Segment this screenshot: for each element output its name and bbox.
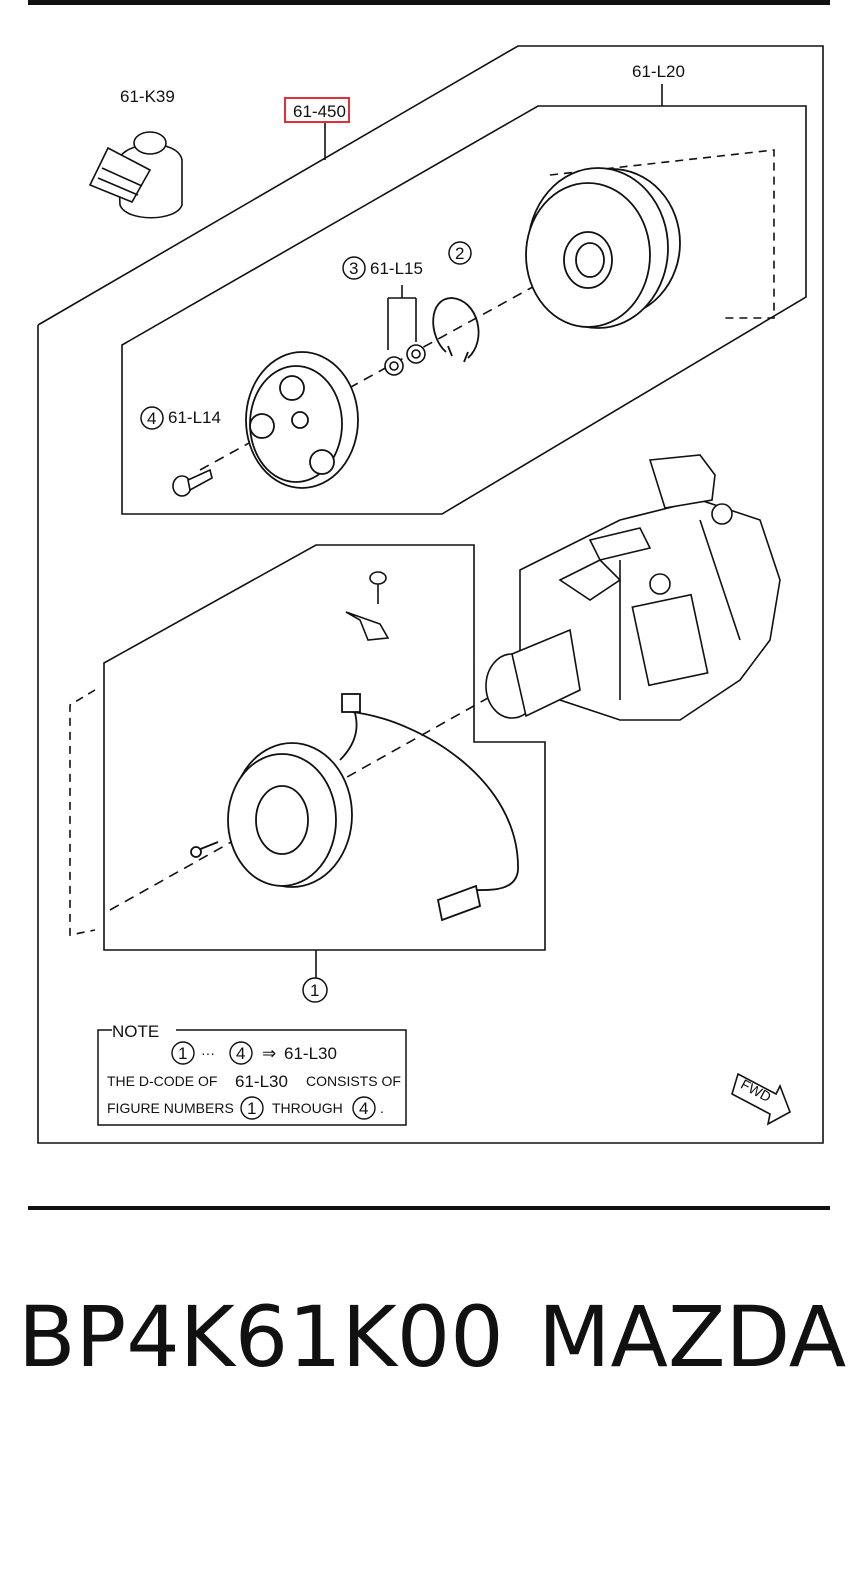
callout-3-label: 3 (349, 259, 358, 278)
top-rule (28, 0, 830, 5)
screw-bracket-illustration (345, 571, 390, 641)
outer-outline (37, 45, 824, 1144)
callout-1 (302, 977, 328, 1003)
relay-part-illustration (88, 131, 183, 219)
callout-2-label: 2 (455, 244, 464, 263)
svg-text:.: . (380, 1100, 384, 1116)
svg-text:FIGURE NUMBERS: FIGURE NUMBERS (107, 1100, 234, 1116)
shims-illustration (384, 285, 426, 376)
dashed-coil (69, 689, 96, 936)
brand-name: MAZDA (538, 1288, 847, 1386)
clutch-box (121, 105, 807, 515)
compressor-illustration (485, 454, 781, 721)
field-coil-illustration (190, 693, 519, 922)
svg-text:61-L30: 61-L30 (235, 1072, 288, 1091)
part-number: BP4K61K00 (18, 1288, 504, 1386)
parts-diagram: FWD 61-K39 61-450 61-L20 2 3 61-L15 4 61… (37, 45, 824, 1144)
svg-text:CONSISTS OF: CONSISTS OF (306, 1073, 401, 1089)
label-61-l15: 61-L15 (370, 259, 423, 278)
bolt-illustration (172, 468, 213, 497)
callout-3 (342, 256, 366, 280)
callout-4-label: 4 (147, 409, 156, 428)
pulley-illustration (525, 167, 681, 329)
highlight-box (284, 97, 350, 123)
note-box: NOTE 1 ··· 4 ⇒ 61-L30 THE D-CODE OF 61-L… (97, 1022, 407, 1126)
callout-1-label: 1 (310, 981, 319, 1000)
svg-text:THE D-CODE OF: THE D-CODE OF (107, 1073, 217, 1089)
label-61-l20: 61-L20 (632, 62, 685, 81)
svg-text:···: ··· (201, 1045, 215, 1061)
label-61-k39: 61-K39 (120, 87, 175, 106)
svg-text:4: 4 (359, 1099, 368, 1118)
snap-ring-illustration (432, 297, 480, 363)
coil-box (103, 544, 546, 951)
note-title: NOTE (112, 1022, 159, 1041)
svg-text:1: 1 (247, 1099, 256, 1118)
footer: BP4K61K00 MAZDA (0, 1288, 864, 1408)
callout-2 (448, 241, 472, 265)
dashed-pulley (549, 149, 775, 319)
svg-text:⇒: ⇒ (262, 1044, 276, 1063)
svg-text:THROUGH: THROUGH (272, 1100, 343, 1116)
label-61-450: 61-450 (293, 102, 346, 121)
svg-text:4: 4 (236, 1044, 245, 1063)
fwd-arrow-icon: FWD (731, 1072, 791, 1126)
bottom-rule (28, 1206, 830, 1210)
label-61-l14: 61-L14 (168, 408, 221, 427)
svg-text:1: 1 (178, 1044, 187, 1063)
callout-4 (140, 406, 164, 430)
svg-text:61-L30: 61-L30 (284, 1044, 337, 1063)
clutch-hub-illustration (245, 351, 359, 489)
